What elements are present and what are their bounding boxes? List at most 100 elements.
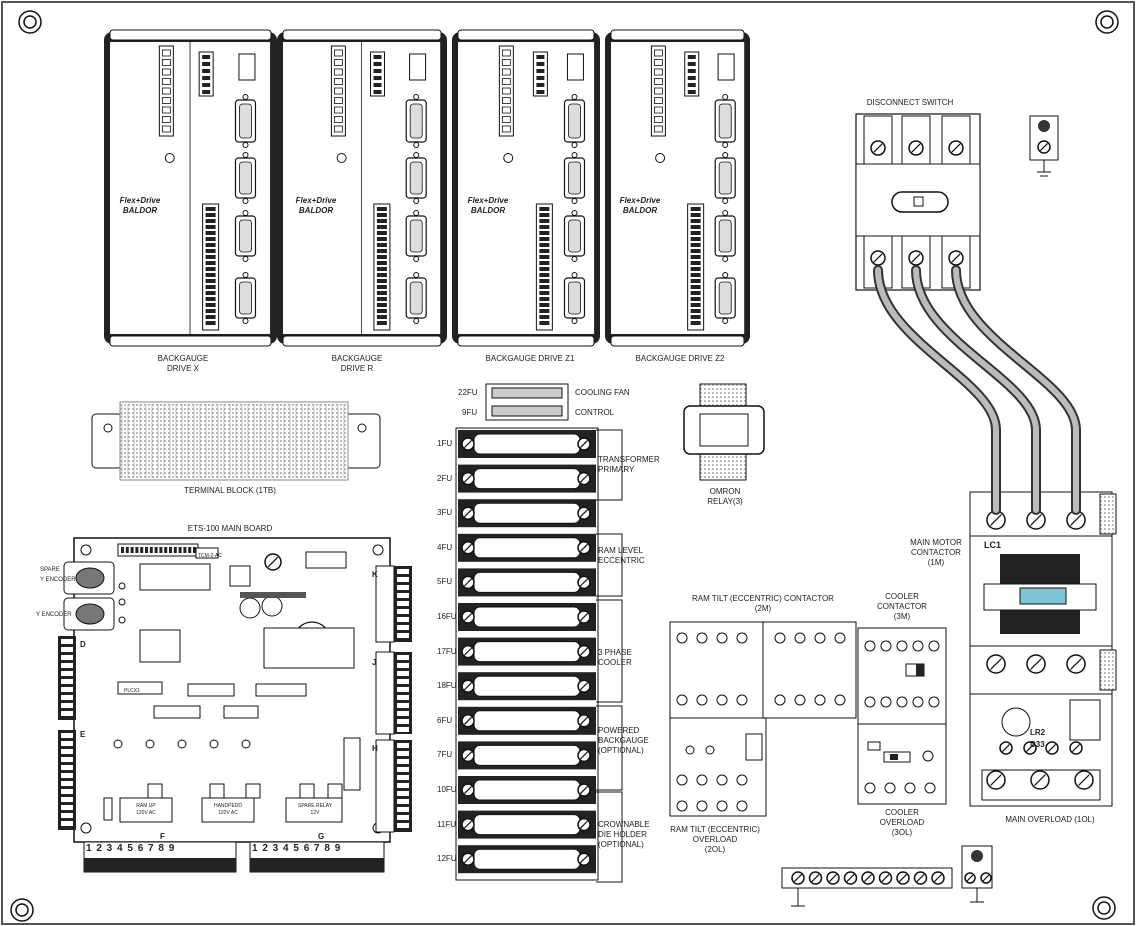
drive-front-plate	[611, 42, 678, 334]
relay-ram-up	[119, 797, 173, 823]
connector-e-label: E	[80, 730, 86, 739]
relay-socket	[209, 783, 225, 799]
board-led	[118, 616, 126, 624]
bottom-terminal-strip	[781, 845, 993, 907]
fuse-cartridge	[473, 502, 581, 524]
ic-chip	[255, 683, 307, 697]
relay-socket	[245, 783, 261, 799]
display-window	[409, 53, 427, 81]
capacitor	[239, 597, 261, 619]
connector-j-label: J	[372, 658, 377, 667]
fuse-9fu-label: 9FU	[462, 408, 478, 417]
drive-z2-label: BACKGAUGE DRIVE Z2	[635, 354, 725, 363]
contactor-indicator	[1019, 587, 1067, 605]
main-board	[58, 537, 412, 873]
fuse-label: 2FU	[437, 473, 453, 483]
board-led	[118, 582, 126, 590]
fuse-9fu-desc: CONTROL	[575, 408, 615, 417]
y-encoder-label: Y ENCODER	[36, 612, 72, 618]
main-contactor-tag: LC1	[984, 540, 1002, 550]
relay-socket	[327, 783, 343, 799]
fuse-cartridge	[473, 433, 581, 455]
drive-status-led	[503, 153, 514, 163]
fuse-label: 12FU	[437, 854, 457, 864]
fuse-group-bracket	[596, 429, 623, 501]
main-contactor-assembly	[969, 491, 1117, 807]
fuse-cartridge	[473, 606, 581, 628]
fuse-label: 5FU	[437, 577, 453, 587]
status-led	[177, 739, 187, 749]
fuse-label: 3FU	[437, 508, 453, 518]
main-overload-label: MAIN OVERLOAD (1OL)	[1005, 815, 1095, 824]
drive-status-led	[164, 153, 175, 163]
status-led	[241, 739, 251, 749]
drive-status-led	[655, 153, 666, 163]
overload-tag-1: LR2	[1030, 728, 1046, 737]
connector-h-label: H	[372, 744, 378, 753]
disconnect-switch-label: DISCONNECT SWITCH	[866, 98, 954, 107]
ic-chip	[187, 683, 235, 697]
chip	[305, 551, 347, 569]
terminal-g-numbers: 1 2 3 4 5 6 7 8 9	[252, 843, 342, 854]
power-cables	[873, 265, 1081, 515]
ic-label: PLCX1	[124, 688, 140, 694]
disconnect-switch	[855, 113, 981, 291]
cooler-assembly	[857, 627, 947, 805]
ic-chip	[153, 705, 201, 719]
fuse-label: 18FU	[437, 681, 457, 691]
terminal-end-clamp	[343, 413, 381, 469]
omron-relay	[683, 383, 765, 481]
transformer	[263, 627, 355, 669]
chip-label: TCM-2-AC	[198, 553, 222, 559]
fuse-cartridge	[473, 675, 581, 697]
ground-terminals	[1029, 115, 1059, 177]
ram-tilt-assembly	[669, 621, 857, 817]
fuse-group-bracket	[596, 599, 623, 703]
board-led	[118, 598, 126, 606]
fuse-cartridge	[473, 641, 581, 663]
fuse-group-bracket	[596, 533, 623, 597]
fuse-cartridge	[473, 814, 581, 836]
fuse-label: 4FU	[437, 542, 453, 552]
fuse-cartridge	[473, 779, 581, 801]
ic-chip	[139, 563, 211, 591]
board-mount-hole	[372, 544, 384, 556]
fuse-cartridge	[473, 744, 581, 766]
relay-socket	[147, 783, 163, 799]
board-mount-hole	[80, 544, 92, 556]
fuse-cartridge	[473, 710, 581, 732]
fuse-label: 17FU	[437, 646, 457, 656]
connector-d-label: D	[80, 640, 86, 649]
drive-front-plate	[110, 42, 190, 334]
fuse-cartridge	[473, 571, 581, 593]
drive-status-led	[336, 153, 347, 163]
ic-chip	[139, 629, 181, 663]
fuse-22fu-desc: COOLING FAN	[575, 388, 630, 397]
status-led	[145, 739, 155, 749]
plc-chip	[117, 681, 163, 695]
display-window	[238, 53, 256, 81]
ram-tilt-overload-label: RAM TILT (ECCENTRIC)OVERLOAD(2OL)	[670, 825, 760, 854]
relay-socket	[299, 783, 315, 799]
fuse-cartridge	[473, 468, 581, 490]
fuse-holder	[343, 737, 361, 791]
terminal-f-numbers: 1 2 3 4 5 6 7 8 9	[86, 843, 176, 854]
fuse-label: 11FU	[437, 819, 456, 829]
drive-units	[104, 29, 750, 347]
fuse-label: 10FU	[437, 785, 457, 794]
relay-spare	[285, 797, 343, 823]
capacitor	[261, 595, 283, 617]
